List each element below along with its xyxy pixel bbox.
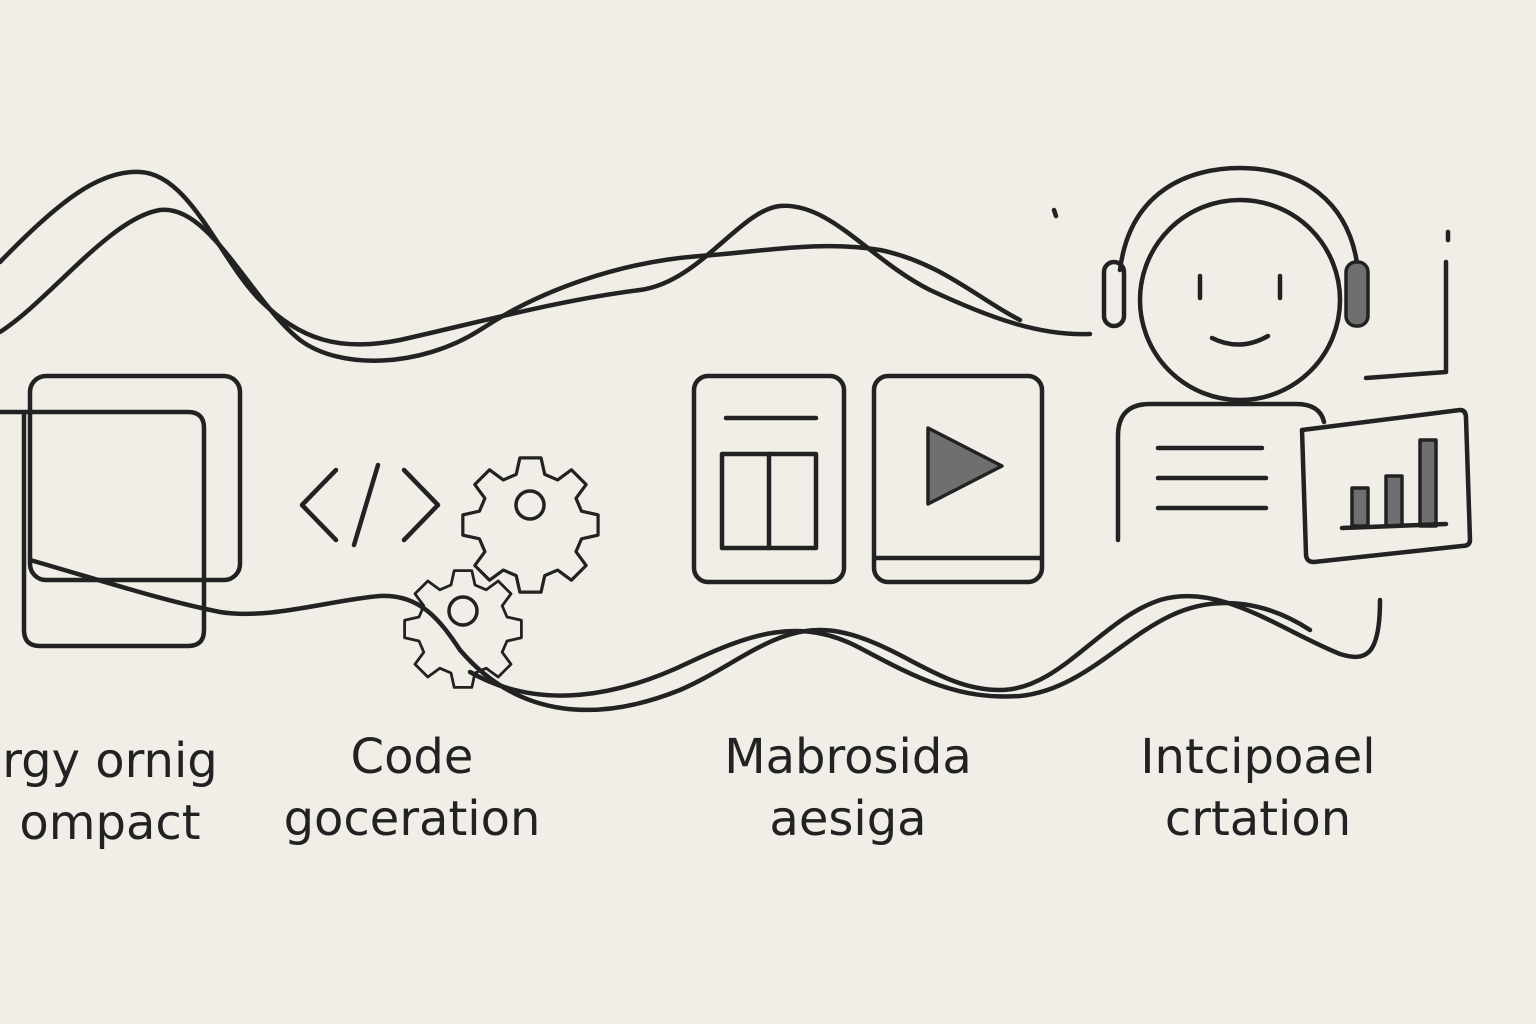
step-label-2-line-2: goceration: [283, 791, 541, 847]
device-frame-icon: [0, 373, 463, 653]
step-label-2-line-1: Code: [350, 729, 474, 785]
step-label-4: Intcipoael crtation: [1108, 726, 1408, 850]
step-label-3-line-1: Mabrosida: [724, 729, 972, 785]
step-label-2: Code goceration: [262, 726, 562, 850]
gear-small-icon: [403, 569, 523, 689]
step-label-3: Mabrosida aesiga: [698, 726, 998, 850]
step-label-1-line-1: rgy ornig: [2, 733, 218, 789]
layout-video-icon: [691, 373, 1045, 585]
assistant-face-icon: [1101, 165, 1370, 403]
step-label-4-line-1: Intcipoael: [1140, 729, 1376, 785]
assistant-body-icon: [1115, 401, 1327, 543]
video-card-icon: [871, 373, 1045, 585]
code-gears-icon: [299, 456, 600, 689]
code-brackets-icon: [299, 462, 441, 548]
step-label-3-line-2: aesiga: [769, 791, 927, 847]
bottom-wave-lines: [457, 593, 1383, 713]
gear-large-icon: [461, 456, 600, 594]
step-label-4-line-2: crtation: [1164, 791, 1352, 847]
top-wave-lines: [0, 169, 1093, 363]
side-connector-lines: [1051, 207, 1451, 381]
step-label-1: rgy ornig ompact: [0, 730, 260, 854]
assistant-chart-icon: [1051, 165, 1473, 565]
layout-card-icon: [691, 373, 847, 585]
chart-card-icon: [1299, 407, 1473, 565]
step-label-1-line-2: ompact: [19, 795, 201, 851]
